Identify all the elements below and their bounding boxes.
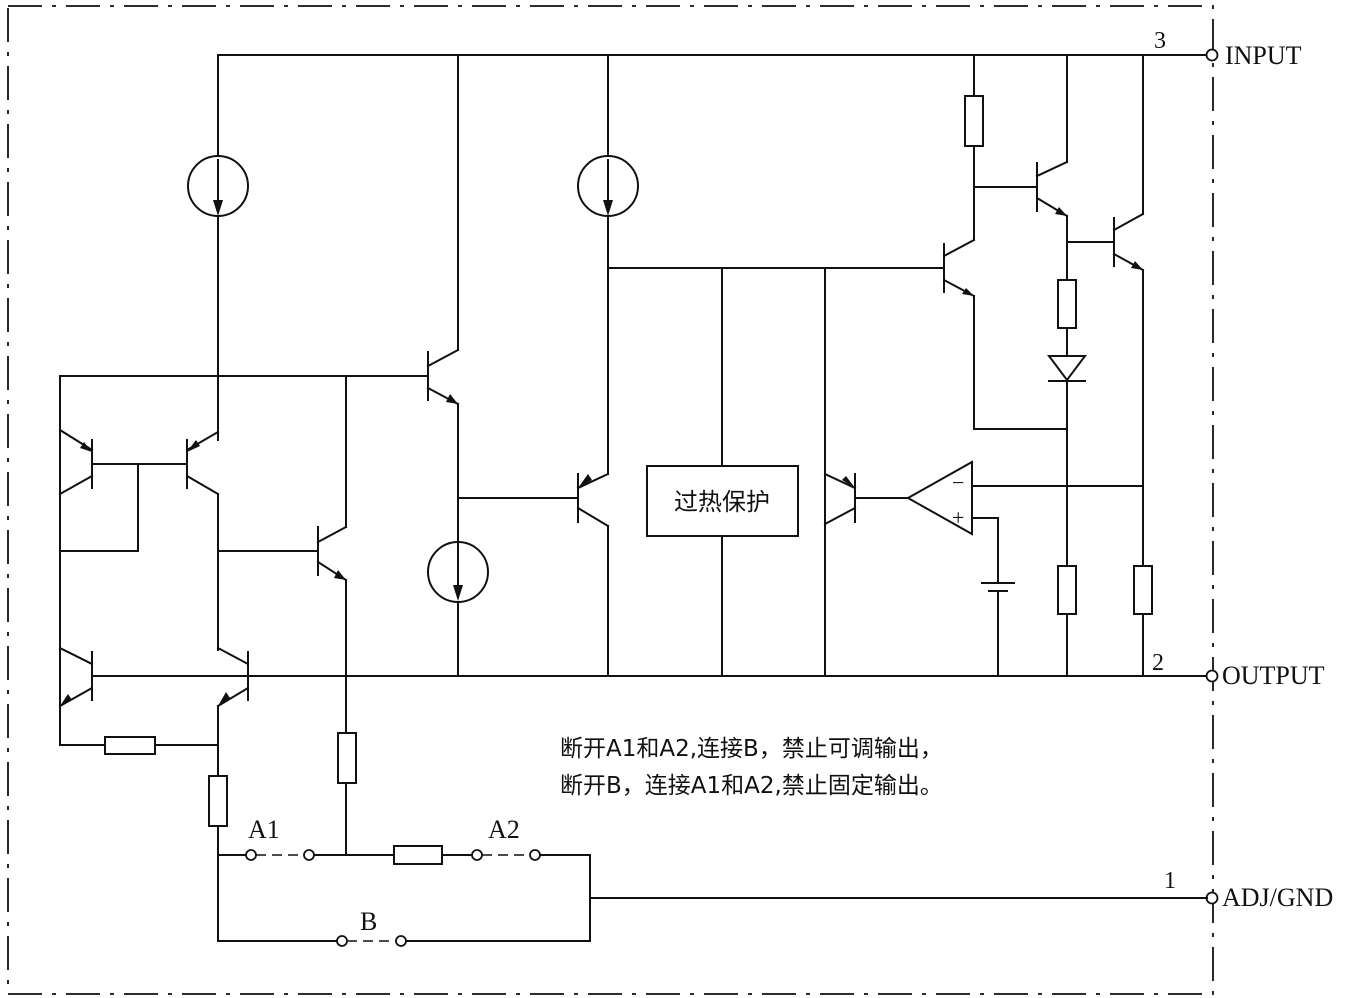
q7-arrow	[578, 474, 592, 488]
diode	[1047, 355, 1087, 382]
output-pin-number: 2	[1152, 650, 1164, 676]
q1-arrow	[80, 442, 92, 452]
current-source-arrow	[603, 200, 613, 216]
resistor	[208, 775, 228, 827]
resistor	[1057, 565, 1077, 615]
output-pin-label: OUTPUT	[1222, 661, 1325, 690]
switch-a2-node-right	[529, 849, 541, 861]
q4-arrow	[446, 394, 458, 404]
q9-arrow	[962, 288, 974, 296]
input-pin-node	[1205, 48, 1219, 62]
wire	[58, 646, 94, 666]
wire	[426, 348, 460, 368]
note-line-2: 断开B，连接A1和A2,禁止固定输出。	[560, 773, 943, 799]
wire	[823, 472, 857, 490]
wire	[823, 506, 857, 526]
switch-b-node-left	[336, 935, 348, 947]
switch-a1-node-right	[303, 849, 315, 861]
wire	[216, 686, 250, 708]
wire	[316, 525, 348, 544]
q6-arrow	[218, 692, 230, 706]
op-amp	[905, 460, 973, 536]
adj-pin-label: ADJ/GND	[1222, 883, 1333, 912]
switch-b-label: B	[360, 907, 377, 936]
note-line-1: 断开A1和A2,连接B，禁止可调输出，	[560, 736, 943, 762]
wire	[216, 646, 250, 666]
wire	[942, 238, 976, 258]
current-source-arrow	[453, 585, 463, 601]
resistor	[393, 845, 443, 865]
q8-arrow	[842, 476, 855, 488]
wire	[576, 506, 610, 528]
switch-b-node-right	[395, 935, 407, 947]
op-amp-minus: −	[952, 470, 964, 495]
q5-arrow	[60, 694, 72, 706]
thermal-protection-block	[646, 465, 799, 537]
switch-a1-label: A1	[248, 815, 280, 844]
switch-a2-node-left	[471, 849, 483, 861]
thermal-protection-label: 过热保护	[674, 488, 770, 516]
resistor	[1057, 279, 1077, 329]
wire	[1112, 212, 1145, 232]
adj-pin-number: 1	[1164, 868, 1176, 894]
q3-arrow	[334, 570, 346, 580]
output-pin-node	[1205, 669, 1219, 683]
adj-pin-node	[1205, 891, 1219, 905]
q2-arrow	[187, 440, 200, 452]
wire	[576, 472, 610, 490]
input-pin-number: 3	[1154, 28, 1166, 54]
input-pin-label: INPUT	[1225, 41, 1302, 70]
resistor	[104, 736, 156, 755]
chip-boundary	[7, 5, 1214, 995]
wire	[185, 474, 220, 496]
resistor	[964, 95, 984, 147]
wire	[58, 474, 94, 496]
switch-a1-node-left	[245, 849, 257, 861]
q11-arrow	[1131, 261, 1143, 270]
op-amp-plus: +	[952, 505, 964, 530]
wire	[1035, 160, 1069, 178]
switch-a2-label: A2	[488, 815, 520, 844]
q10-arrow	[1055, 207, 1067, 216]
resistor	[1133, 565, 1153, 615]
resistor	[337, 732, 357, 784]
current-source-arrow	[213, 200, 223, 216]
